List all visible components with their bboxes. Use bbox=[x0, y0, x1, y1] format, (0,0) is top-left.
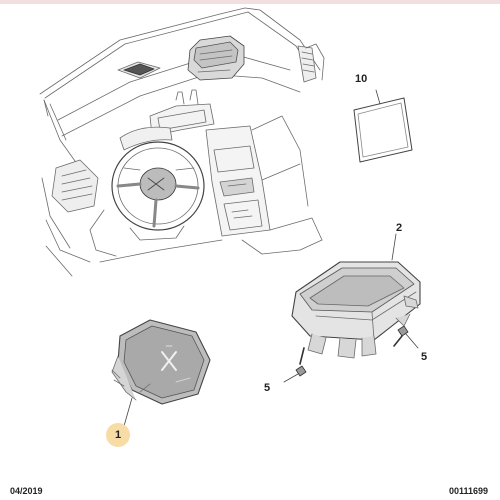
steering-airbag-drawing bbox=[111, 319, 211, 427]
dash-airbag-module bbox=[187, 35, 245, 81]
screw-right-drawing bbox=[393, 325, 419, 349]
callout-5-left: 5 bbox=[264, 382, 271, 394]
center-console bbox=[205, 115, 323, 255]
callout-5-right: 5 bbox=[421, 351, 428, 363]
footer-date: 04/2019 bbox=[10, 486, 43, 496]
dashboard-interior-view bbox=[39, 7, 325, 277]
left-door-vent bbox=[41, 159, 99, 263]
right-vents bbox=[297, 43, 325, 83]
footer-doc-number: 00111699 bbox=[448, 486, 488, 496]
screw-left-drawing bbox=[283, 347, 307, 383]
header-band bbox=[0, 0, 500, 4]
callout-2: 2 bbox=[396, 222, 403, 234]
callout-1-badge: 1 bbox=[106, 423, 130, 447]
steering-wheel-drawing bbox=[111, 141, 205, 231]
callout-10: 10 bbox=[355, 73, 368, 85]
passenger-airbag-drawing bbox=[291, 233, 421, 359]
label-part-drawing bbox=[353, 89, 413, 163]
